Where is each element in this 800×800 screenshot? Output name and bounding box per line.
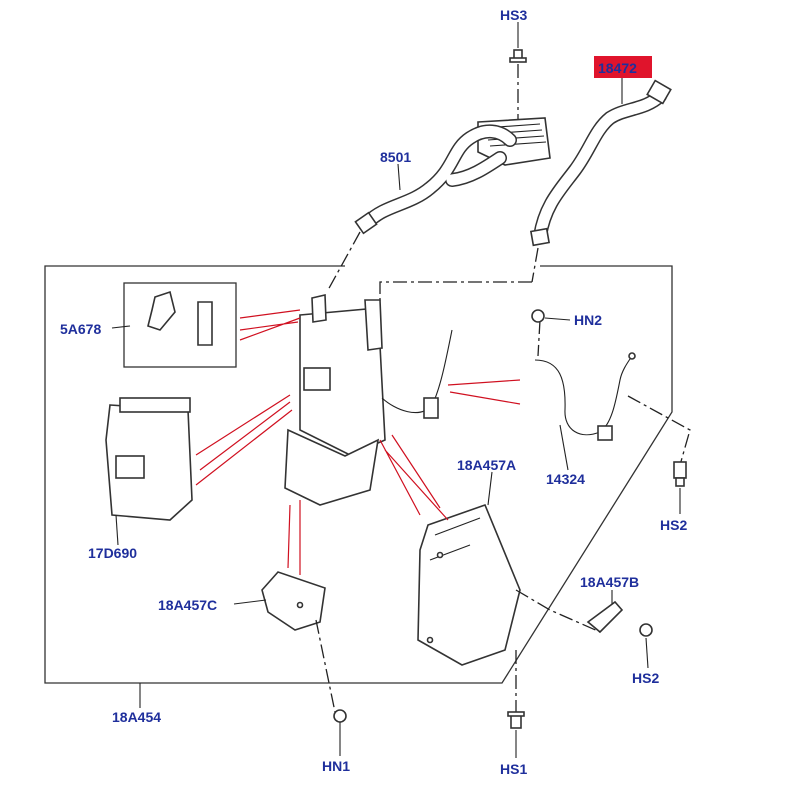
unit-17d690	[105, 397, 193, 521]
bolt-hs2-bottom	[639, 623, 653, 637]
label-hs2-top[interactable]: HS2	[660, 517, 687, 533]
leader-lines	[111, 22, 681, 758]
dash-hn2	[537, 319, 541, 357]
dash-18a457b	[515, 589, 601, 633]
nut-hn2	[531, 309, 545, 323]
dash-hs2-top	[627, 395, 691, 466]
label-hs2-bottom[interactable]: HS2	[632, 670, 659, 686]
nut-hn1	[333, 709, 347, 723]
label-14324[interactable]: 14324	[546, 471, 585, 487]
dash-18472-to-module	[379, 281, 532, 310]
connector-5a678-left	[147, 290, 176, 331]
sensor-clip	[423, 397, 439, 419]
bolt-hs3	[509, 49, 527, 63]
label-hn2[interactable]: HN2	[574, 312, 602, 328]
label-hs1[interactable]: HS1	[500, 761, 527, 777]
fuel-heater-module	[284, 294, 386, 506]
connector-5a678-right	[197, 301, 213, 346]
harness-14324	[534, 352, 636, 441]
dash-hn1	[315, 619, 336, 713]
label-18472[interactable]: 18472	[598, 60, 637, 76]
label-18a457b[interactable]: 18A457B	[580, 574, 639, 590]
label-hn1[interactable]: HN1	[322, 758, 350, 774]
sensor-wire	[381, 329, 453, 414]
bolt-hs2-top	[673, 461, 687, 487]
bracket-18a457c	[261, 571, 326, 631]
bracket-ribs	[483, 123, 547, 147]
bracket-18a457b	[586, 600, 624, 634]
hose-8501	[354, 124, 517, 235]
label-17d690[interactable]: 17D690	[88, 545, 137, 561]
dash-18472	[531, 247, 539, 283]
inset-box-5a678	[123, 282, 237, 368]
bolt-hs1	[507, 711, 525, 729]
label-hs3[interactable]: HS3	[500, 7, 527, 23]
hose-18472	[529, 79, 672, 247]
assembly-frame	[44, 265, 673, 684]
bracket-18a457a	[417, 503, 521, 666]
label-5a678[interactable]: 5A678	[60, 321, 101, 337]
red-callouts	[195, 309, 521, 575]
label-18a457c[interactable]: 18A457C	[158, 597, 217, 613]
label-8501[interactable]: 8501	[380, 149, 411, 165]
highlight-badge-18472	[594, 56, 652, 78]
label-18a457a[interactable]: 18A457A	[457, 457, 516, 473]
label-18a454[interactable]: 18A454	[112, 709, 161, 725]
dash-8501	[327, 231, 361, 291]
